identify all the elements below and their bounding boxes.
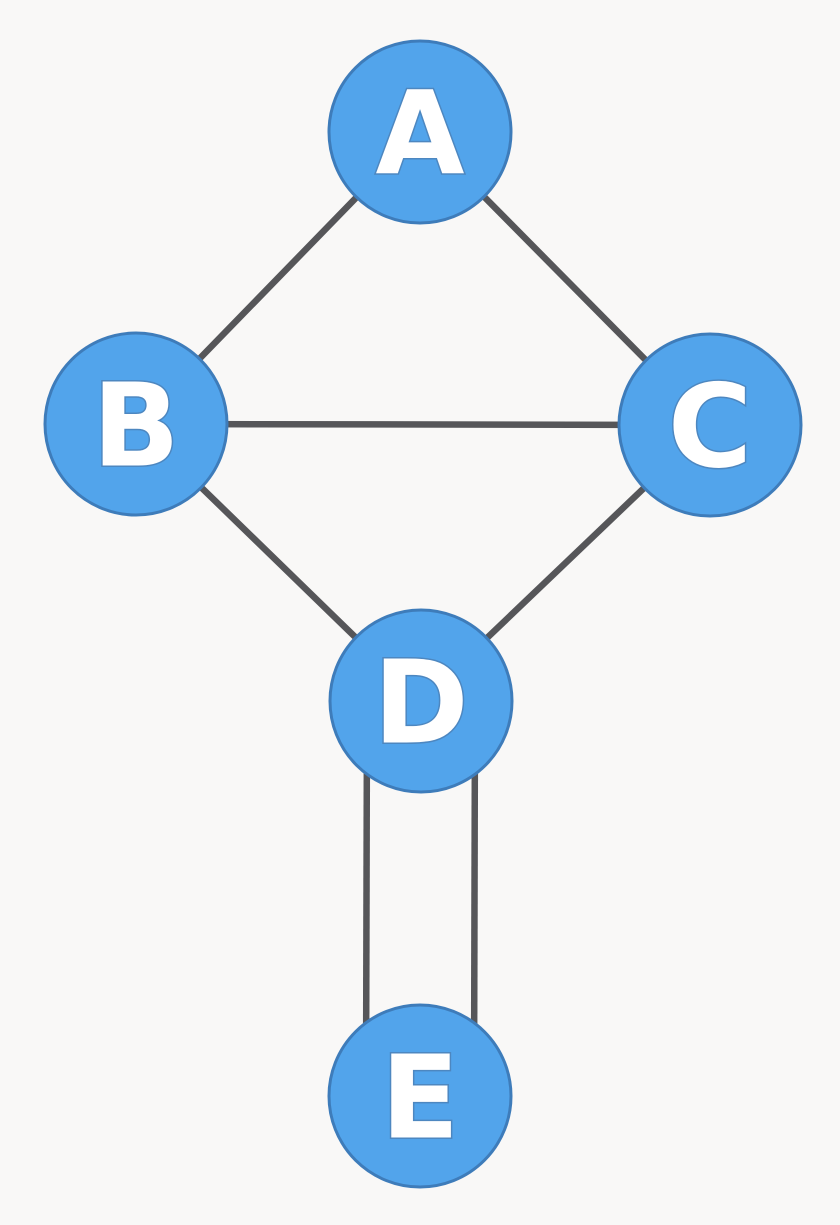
- node-A[interactable]: A: [327, 39, 513, 225]
- node-D[interactable]: D: [328, 608, 514, 794]
- node-B[interactable]: B: [43, 331, 229, 517]
- node-E[interactable]: E: [327, 1003, 513, 1189]
- edge-B-C: [135, 420, 711, 429]
- node-C-circle[interactable]: [617, 332, 803, 518]
- node-C[interactable]: C: [617, 332, 803, 518]
- node-D-circle[interactable]: [328, 608, 514, 794]
- node-B-circle[interactable]: [43, 331, 229, 517]
- node-E-circle[interactable]: [327, 1003, 513, 1189]
- node-A-circle[interactable]: [327, 39, 513, 225]
